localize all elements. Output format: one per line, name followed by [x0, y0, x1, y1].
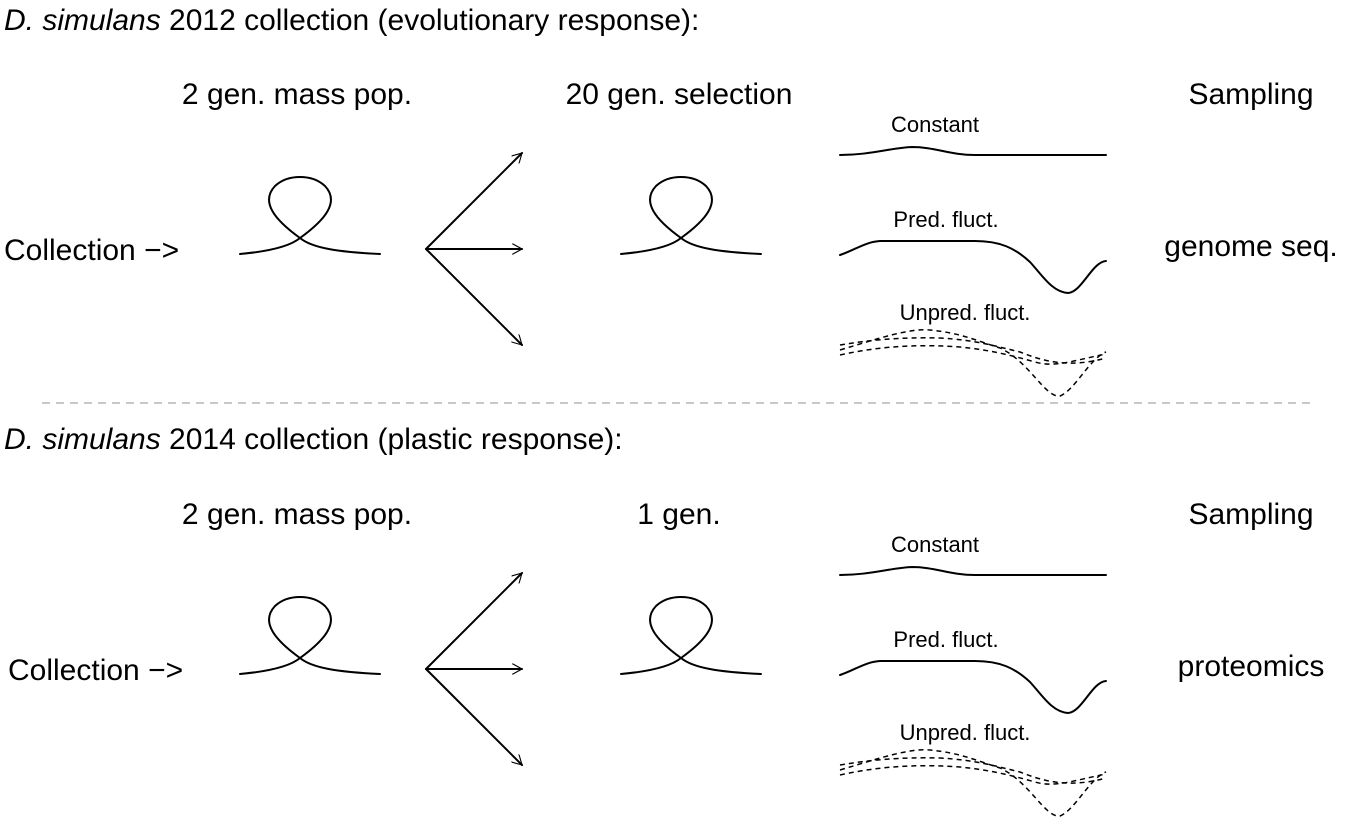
flat-curve-icon: [839, 146, 1107, 156]
heading-description: 2012 collection (evolutionary response):: [161, 4, 700, 37]
three-arrows-icon: [426, 153, 522, 345]
env-unpred-label: Unpred. fluct.: [900, 300, 1031, 325]
three-arrows-icon: [426, 573, 522, 765]
section-heading: D. simulans 2012 collection (evolutionar…: [4, 4, 699, 37]
collection-label: Collection −>: [8, 654, 183, 687]
collection-label: Collection −>: [4, 234, 179, 267]
sampling-method-label: proteomics: [1178, 650, 1325, 683]
column-label-sampling: Sampling: [1188, 498, 1313, 531]
species-name: D. simulans: [4, 4, 161, 37]
section-heading: D. simulans 2014 collection (plastic res…: [4, 423, 623, 456]
dashed-curves-icon: [839, 748, 1107, 817]
column-label-treatment: 1 gen.: [637, 498, 720, 531]
column-label-mass-pop: 2 gen. mass pop.: [182, 498, 412, 531]
heading-description: 2014 collection (plastic response):: [161, 423, 623, 456]
population-loop-icon: [620, 596, 762, 675]
env-unpred-label: Unpred. fluct.: [900, 720, 1031, 745]
flat-curve-icon: [839, 566, 1107, 576]
population-loop-icon: [239, 596, 381, 675]
species-name: D. simulans: [4, 423, 161, 456]
env-pred-label: Pred. fluct.: [893, 207, 998, 232]
column-label-mass-pop: 2 gen. mass pop.: [182, 78, 412, 111]
env-constant-label: Constant: [891, 112, 979, 137]
env-constant-label: Constant: [891, 532, 979, 557]
env-pred-label: Pred. fluct.: [893, 627, 998, 652]
dip-curve-icon: [839, 240, 1107, 294]
population-loop-icon: [239, 176, 381, 255]
column-label-treatment: 20 gen. selection: [566, 78, 793, 111]
column-label-sampling: Sampling: [1188, 78, 1313, 111]
population-loop-icon: [620, 176, 762, 255]
dip-curve-icon: [839, 660, 1107, 714]
section-2014: D. simulans 2014 collection (plastic res…: [4, 423, 1325, 817]
dashed-curves-icon: [839, 328, 1107, 397]
section-2012: D. simulans 2012 collection (evolutionar…: [4, 4, 1338, 397]
sampling-method-label: genome seq.: [1164, 230, 1337, 263]
